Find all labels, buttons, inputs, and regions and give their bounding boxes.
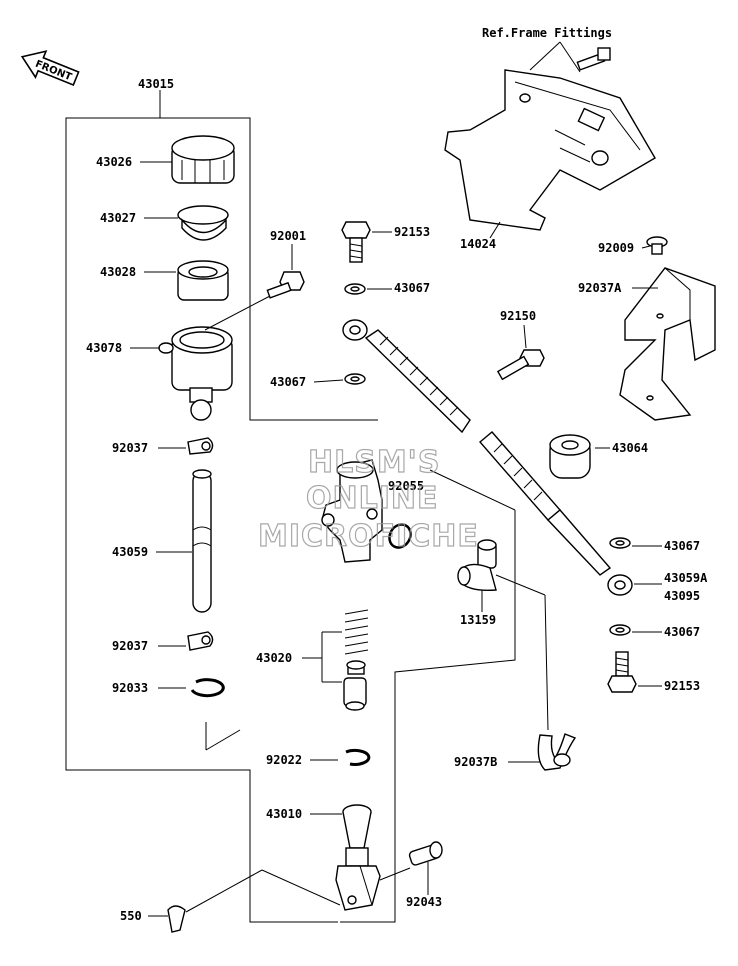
part-43078: 43078 xyxy=(86,341,122,355)
reservoir-cap-43026-icon xyxy=(171,135,235,184)
front-arrow-icon: FRONT xyxy=(20,50,80,87)
part-43095: 43095 xyxy=(664,589,700,603)
frame-bolt-icon xyxy=(576,47,611,71)
bracket-92037A-icon xyxy=(619,267,716,421)
part-92037-bottom: 92037 xyxy=(112,639,148,653)
clamp-92037-bottom-icon xyxy=(187,631,214,651)
part-43067-b: 43067 xyxy=(270,375,306,389)
clamp-92037B-icon xyxy=(537,733,577,771)
heat-guard-14024-icon xyxy=(444,69,656,231)
circlip-92033-icon xyxy=(190,678,225,698)
part-43059A: 43059A xyxy=(664,571,708,585)
part-92033: 92033 xyxy=(112,681,148,695)
ref-frame-fittings-title: Ref.Frame Fittings xyxy=(482,26,612,40)
part-92153-top: 92153 xyxy=(394,225,430,239)
screw-92009-icon xyxy=(646,236,668,255)
part-550: 550 xyxy=(120,909,142,923)
diaphragm-plate-43027-icon xyxy=(177,205,229,241)
part-92043: 92043 xyxy=(406,895,442,909)
part-92037-top: 92037 xyxy=(112,441,148,455)
part-92037A: 92037A xyxy=(578,281,622,295)
part-43027: 43027 xyxy=(100,211,136,225)
bolt-92001-icon xyxy=(266,271,305,299)
part-92055: 92055 xyxy=(388,479,424,493)
assembly-outline-inner xyxy=(160,117,378,421)
circlip-92022-icon xyxy=(345,748,371,766)
part-43026: 43026 xyxy=(96,155,132,169)
part-13159: 13159 xyxy=(460,613,496,627)
part-43067-a: 43067 xyxy=(394,281,430,295)
hose-43059-icon xyxy=(192,469,212,613)
banjo-end-43059A-icon xyxy=(607,574,633,596)
part-43064: 43064 xyxy=(612,441,648,455)
master-cylinder-body-icon xyxy=(321,459,383,563)
oring-92055-icon xyxy=(388,523,412,549)
part-43067-c: 43067 xyxy=(664,539,700,553)
assembly-outline xyxy=(65,117,338,923)
part-92022: 92022 xyxy=(266,753,302,767)
banjo-bolt-92153-bottom-icon xyxy=(607,651,637,693)
pin-92043-icon xyxy=(408,841,443,866)
part-43067-d: 43067 xyxy=(664,625,700,639)
part-43020: 43020 xyxy=(256,651,292,665)
part-92001: 92001 xyxy=(270,229,306,243)
cotter-pin-550-icon xyxy=(167,905,186,933)
clamp-92037-top-icon xyxy=(187,437,214,455)
watermark-line-2: ONLINE xyxy=(306,481,439,516)
part-43015: 43015 xyxy=(138,77,174,91)
push-rod-43010-icon xyxy=(335,804,381,911)
grommet-43064-icon xyxy=(549,434,591,479)
piston-kit-43020-icon xyxy=(343,609,369,711)
assembly-outline-right xyxy=(340,510,516,923)
reservoir-43078-icon xyxy=(158,326,233,421)
part-92153-bottom: 92153 xyxy=(664,679,700,693)
part-14024: 14024 xyxy=(460,237,496,251)
elbow-13159-icon xyxy=(457,539,497,592)
part-92037B: 92037B xyxy=(454,755,497,769)
part-43028: 43028 xyxy=(100,265,136,279)
brake-hose-43095-icon xyxy=(364,329,612,576)
watermark-line-3: MICROFICHE xyxy=(258,519,479,554)
part-43059: 43059 xyxy=(112,545,148,559)
banjo-fitting-icon xyxy=(342,319,368,341)
part-92150: 92150 xyxy=(500,309,536,323)
diaphragm-43028-icon xyxy=(177,260,229,301)
watermark-line-1: HLSM'S xyxy=(308,445,440,480)
banjo-bolt-92153-top-icon xyxy=(341,221,371,263)
bolt-92150-icon xyxy=(496,349,545,381)
part-43010: 43010 xyxy=(266,807,302,821)
part-92009: 92009 xyxy=(598,241,634,255)
